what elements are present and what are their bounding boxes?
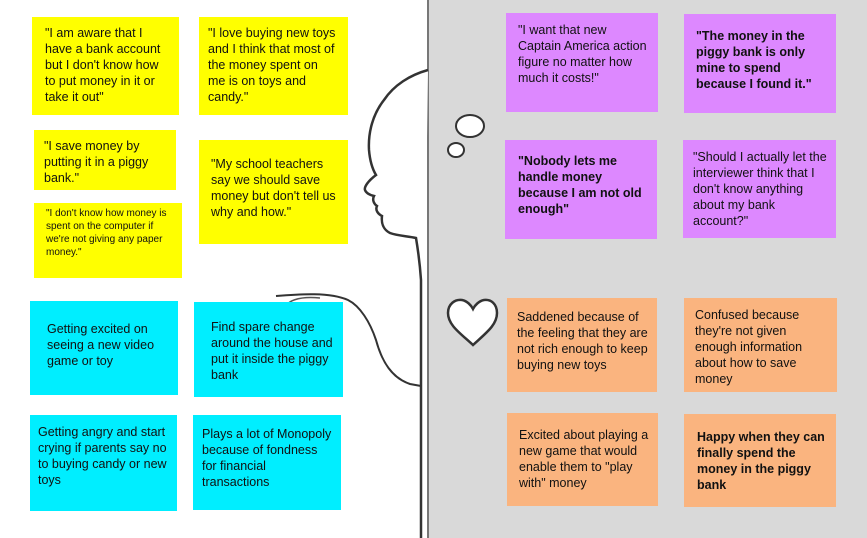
- note-text: Getting excited on seeing a new video ga…: [47, 322, 155, 368]
- says-note-2: "The money in the piggy bank is only min…: [684, 14, 836, 113]
- note-text: Confused because they're not given enoug…: [695, 308, 803, 386]
- note-text: Find spare change around the house and p…: [211, 320, 333, 382]
- thinks-note-2: "I love buying new toys and I think that…: [199, 17, 348, 115]
- note-text: "I love buying new toys and I think that…: [208, 26, 336, 104]
- thinks-note-1: "I am aware that I have a bank account b…: [32, 17, 179, 115]
- does-note-2: Find spare change around the house and p…: [194, 302, 343, 397]
- feels-note-4: Happy when they can finally spend the mo…: [684, 414, 836, 507]
- note-text: "I don't know how money is spent on the …: [46, 208, 167, 258]
- thinks-note-4: "My school teachers say we should save m…: [199, 140, 348, 244]
- note-text: "Should I actually let the interviewer t…: [693, 150, 827, 228]
- note-text: "The money in the piggy bank is only min…: [696, 29, 812, 91]
- says-note-4: "Should I actually let the interviewer t…: [683, 140, 836, 238]
- note-text: "Nobody lets me handle money because I a…: [518, 154, 642, 216]
- note-text: Getting angry and start crying if parent…: [38, 425, 167, 487]
- feels-note-2: Confused because they're not given enoug…: [684, 298, 837, 392]
- thinks-note-3: "I save money by putting it in a piggy b…: [34, 130, 176, 190]
- says-note-1: "I want that new Captain America action …: [506, 13, 658, 112]
- feels-note-3: Excited about playing a new game that wo…: [507, 413, 658, 506]
- does-note-4: Plays a lot of Monopoly because of fondn…: [193, 415, 341, 510]
- does-note-1: Getting excited on seeing a new video ga…: [30, 301, 178, 395]
- says-note-3: "Nobody lets me handle money because I a…: [505, 140, 657, 239]
- note-text: Excited about playing a new game that wo…: [519, 428, 649, 490]
- note-text: "I want that new Captain America action …: [518, 23, 647, 85]
- feels-note-1: Saddened because of the feeling that the…: [507, 298, 657, 392]
- note-text: Plays a lot of Monopoly because of fondn…: [202, 427, 332, 489]
- does-note-3: Getting angry and start crying if parent…: [30, 415, 177, 511]
- note-text: "My school teachers say we should save m…: [211, 157, 336, 219]
- note-text: "I am aware that I have a bank account b…: [45, 26, 161, 104]
- note-text: Happy when they can finally spend the mo…: [697, 430, 825, 492]
- note-text: "I save money by putting it in a piggy b…: [44, 139, 149, 185]
- thinks-note-5: "I don't know how money is spent on the …: [34, 203, 182, 278]
- note-text: Saddened because of the feeling that the…: [517, 310, 648, 372]
